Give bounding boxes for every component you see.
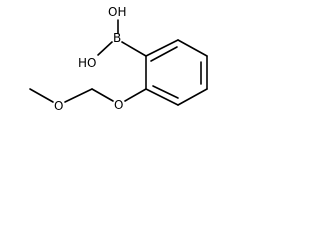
ether-oxygen-ring-label: O <box>114 98 123 112</box>
ring-boron-bond <box>121 41 147 57</box>
boron-label: B <box>113 31 121 45</box>
boron-oh-lower-bond <box>97 41 113 56</box>
oxygen-ch2-bond <box>91 88 114 102</box>
ring-bond <box>145 88 179 106</box>
oh-lower-label: HO <box>78 56 96 70</box>
ring-bond <box>145 39 179 57</box>
ring-double-bond <box>152 85 179 99</box>
ether-oxygen-terminal-label: O <box>54 99 63 113</box>
chemical-structure: OH HO B O O <box>29 5 208 113</box>
ring-bond <box>177 39 208 57</box>
oxygen-methyl-bond <box>29 88 54 103</box>
ring-bond <box>177 88 208 106</box>
ring-double-bond <box>150 46 178 62</box>
ch2-oxygen-bond <box>64 88 93 103</box>
ring-oxygen-bond <box>124 88 147 102</box>
oh-upper-label: OH <box>108 5 126 19</box>
